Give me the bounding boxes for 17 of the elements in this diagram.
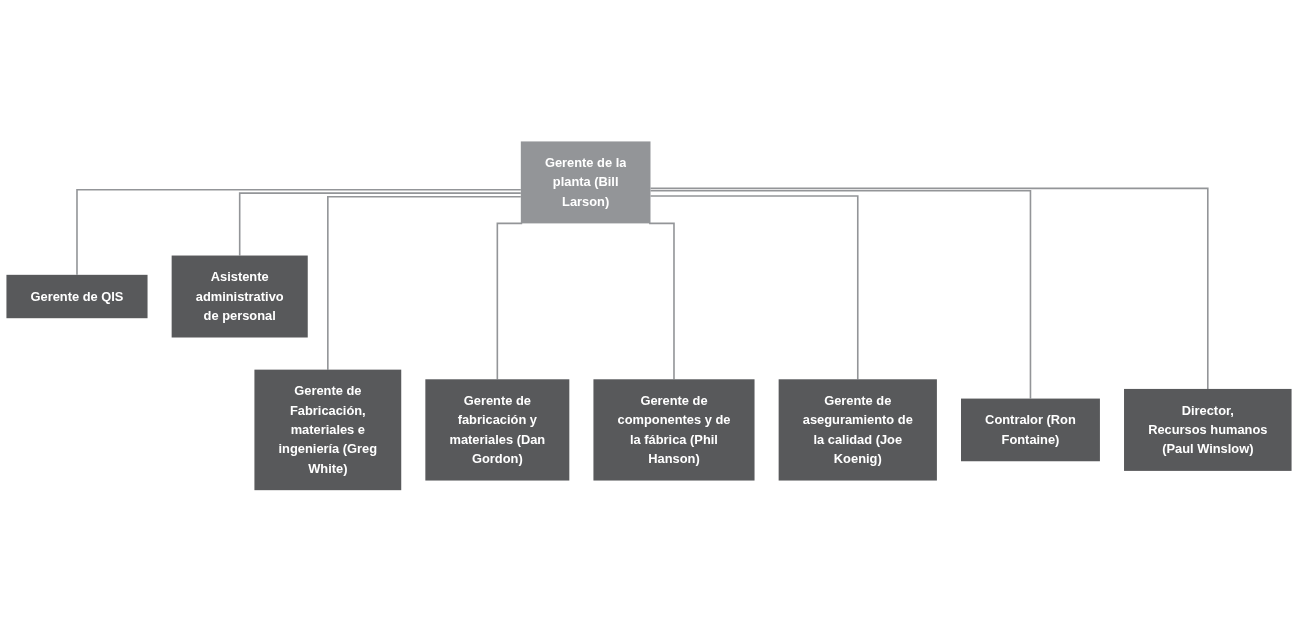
node-box: Gerente de la planta (Bill Larson): [520, 141, 651, 224]
connector: [648, 222, 675, 381]
node-box: Asistente administrativo de personal: [171, 255, 308, 338]
connector: [238, 192, 522, 257]
node-box: Gerente de QIS: [6, 275, 148, 319]
connector: [649, 195, 859, 381]
node-box: Gerente de aseguramiento de la calidad (Joe Koenig): [778, 379, 937, 481]
connector: [76, 189, 522, 276]
connector: [327, 196, 522, 371]
connector: [649, 187, 1209, 390]
node-box: Gerente de Fabricación, materiales e ingeniería (Greg White): [254, 369, 402, 491]
node-box: Director, Recursos humanos (Paul Winslow): [1124, 389, 1292, 472]
node-box: Contralor (Ron Fontaine): [961, 398, 1100, 462]
connector: [649, 190, 1032, 400]
connector: [496, 222, 523, 381]
node-box: Gerente de fabricación y materiales (Dan Gordon): [425, 379, 570, 481]
node-box: Gerente de componentes y de la fábrica (Phil Hanson): [593, 379, 755, 481]
